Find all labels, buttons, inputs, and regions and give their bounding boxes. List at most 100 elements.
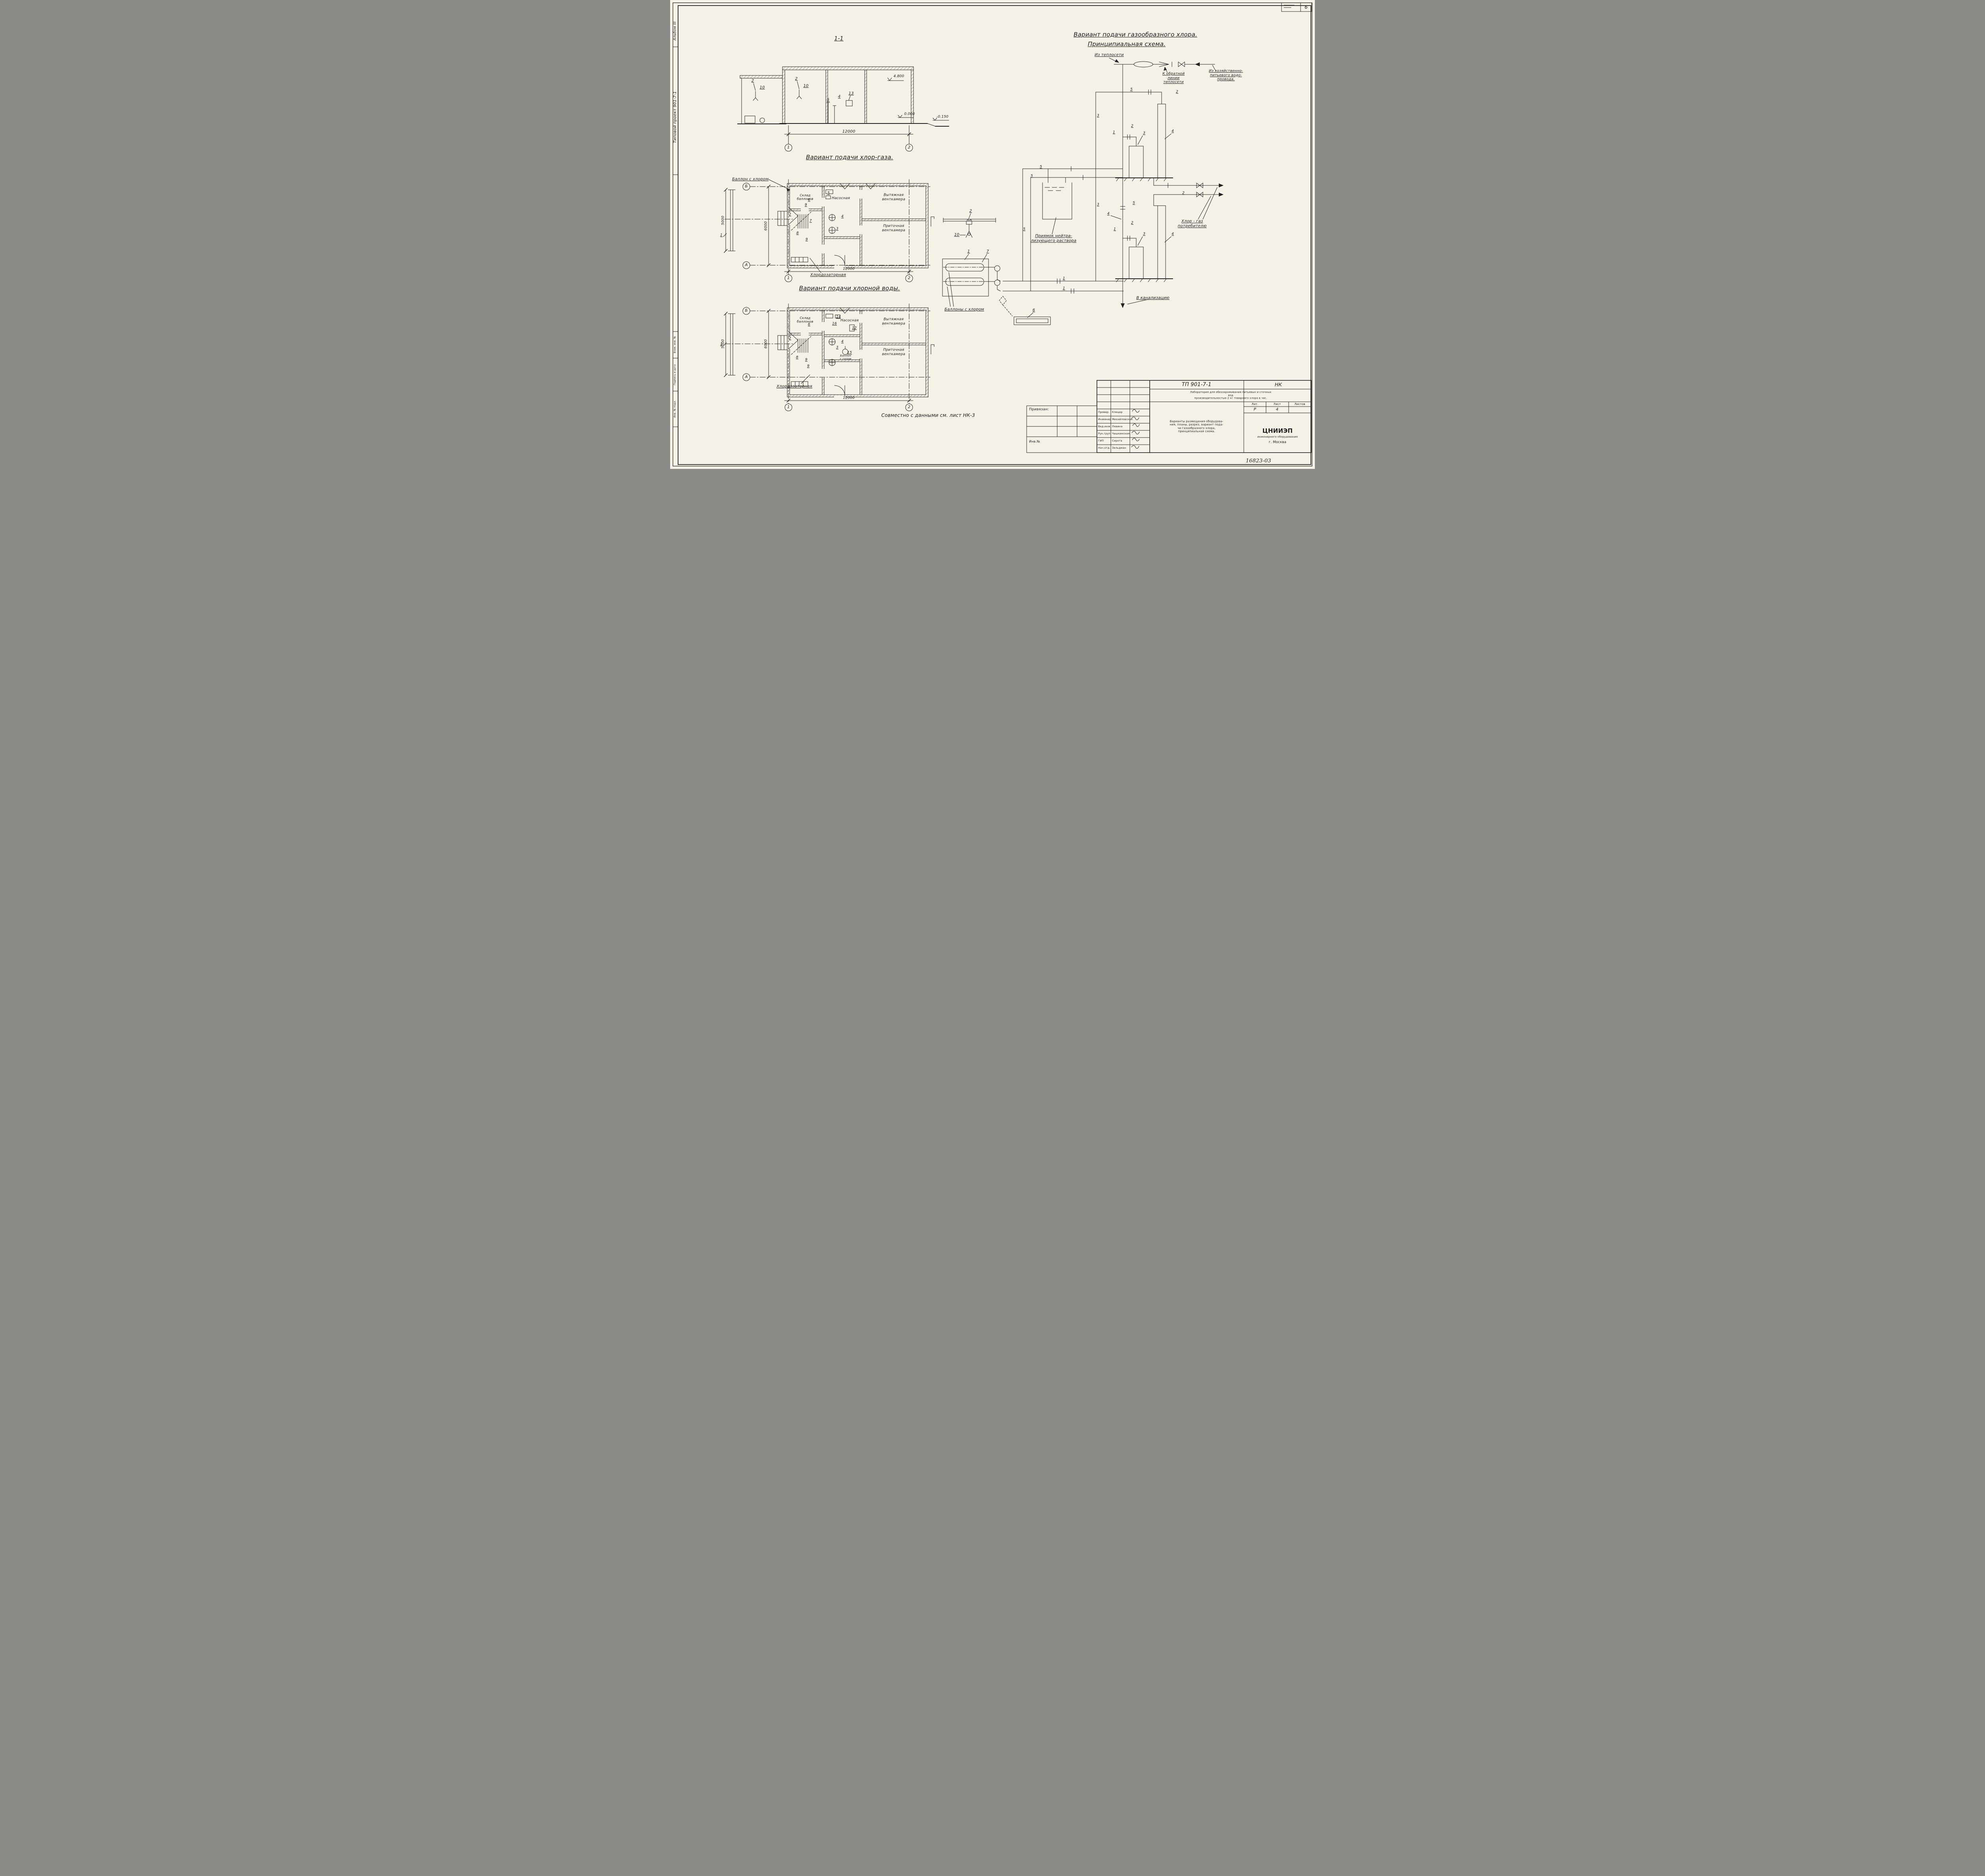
stamp-row-name: Клецер	[1112, 411, 1123, 414]
callout-5: 5	[827, 98, 830, 102]
axis-mark-b: Б	[745, 308, 748, 313]
stamp-lit-label: Лит.	[1251, 402, 1258, 406]
stamp-row-name: Зельдман	[1112, 446, 1126, 450]
callout-4: 4	[1107, 212, 1110, 216]
attached-label: Привязан:	[1029, 407, 1049, 412]
callout-2: 2	[1131, 124, 1133, 128]
callout-2: 2	[969, 209, 972, 214]
callout-1: 1	[1114, 227, 1116, 231]
callout-5: 5	[1023, 227, 1025, 231]
axis-mark-1: 1	[787, 145, 790, 150]
caption-gas-variant: Вариант подачи хлор-газа.	[806, 154, 893, 161]
callout-3: 3	[1097, 114, 1099, 118]
callout-3: 3	[836, 345, 838, 350]
axis-mark-1: 1	[787, 405, 790, 410]
stamp-row-name: Чашкинская	[1112, 432, 1130, 436]
elevation-zero: 0.000	[904, 112, 915, 116]
callout-2: 2	[789, 336, 791, 341]
signature-mark	[1132, 423, 1140, 427]
room-exhaust-label: Вытяжная венткамера	[882, 193, 906, 201]
signature-mark	[1131, 445, 1139, 449]
axis-mark-b: Б	[745, 184, 748, 189]
callout-1: 1	[1063, 276, 1065, 281]
callout-3: 3	[1097, 202, 1099, 207]
callout-1: 1	[1063, 286, 1065, 291]
dim-12000: 12000	[843, 396, 855, 400]
callout-13: 13	[848, 91, 854, 96]
callout-15: 15	[847, 351, 852, 355]
balloon-chlorine-label: Баллон с хлором	[732, 177, 769, 182]
stamp-row-name: Левина	[1112, 425, 1123, 428]
stamp-org: ЦНИИЭП	[1262, 427, 1293, 435]
chlorinator-room-label: Хлордозаторная	[810, 273, 846, 278]
stamp-lit-value: Р	[1253, 407, 1257, 412]
callout-12: 12	[852, 326, 857, 330]
callout-6: 6	[1032, 308, 1035, 313]
stamp-org-sub: инженерного оборудования	[1257, 435, 1298, 439]
margin-box-podpis: Подпись и дата	[673, 364, 676, 386]
stamp-row-role: Вед.инж.	[1098, 425, 1112, 428]
balloon-gas-label: Баллон с газом	[840, 354, 852, 361]
signature-mark	[1131, 431, 1140, 434]
stamp-list-label: Лист	[1273, 402, 1281, 406]
callout-5: 5	[1130, 87, 1133, 92]
room-pump-label: Насосная	[840, 318, 859, 323]
room-storage-label: Склад баллонов	[797, 316, 813, 324]
doc-number: 16823-03	[1246, 458, 1271, 464]
callout-4: 4	[841, 339, 844, 344]
to-heat-return-label: К обратной линии теплосети	[1162, 72, 1185, 85]
stamp-row-role: Провер.	[1098, 411, 1110, 414]
stamp-project-name: Лаборатория для обеззараживания питьевых…	[1190, 390, 1272, 400]
pit-label: Приямок нейтра- лизующего раствора	[1031, 234, 1077, 243]
elevation-top: 4.800	[893, 74, 904, 79]
stamp-listov-label: Листов	[1294, 402, 1305, 406]
from-heat-label: Из теплосети	[1095, 53, 1124, 58]
dim-6000: 6000	[764, 339, 768, 349]
margin-project: Типовой проект 901-7-1	[673, 91, 678, 143]
margin-album: Альбом III	[673, 21, 677, 40]
from-water-label: Из хозяйственно- питьевого водо- провода…	[1208, 69, 1243, 82]
inventory-label: Инв.№	[1029, 440, 1040, 443]
callout-1: 1	[967, 249, 970, 254]
callout-2: 2	[751, 79, 754, 83]
signature-mark	[1132, 438, 1140, 442]
margin-box-vzam: Взам. инв. №	[673, 336, 676, 353]
callout-16: 16	[832, 322, 837, 326]
callout-2: 2	[1176, 90, 1178, 94]
axis-mark-a: А	[745, 263, 748, 268]
schematic-title: Вариант подачи газообразного хлора.	[1073, 31, 1197, 39]
signature-mark	[1131, 416, 1139, 420]
section-title: 1-1	[834, 35, 844, 42]
beam-cut-mark: 1	[720, 233, 723, 237]
callout-4: 4	[838, 94, 841, 99]
chlorinator-room-label: Хлордозаторная	[777, 384, 812, 389]
callout-6: 6	[808, 322, 810, 327]
axis-mark-2: 2	[908, 145, 911, 150]
callout-10: 10	[954, 233, 960, 237]
callout-4: 4	[841, 214, 844, 219]
callout-1: 1	[1113, 130, 1115, 135]
stamp-row-name: Михайловская	[1112, 418, 1133, 421]
axis-mark-2: 2	[908, 276, 911, 281]
elevation-low: -0.150	[936, 115, 949, 119]
callout-2: 2	[1131, 221, 1133, 225]
room-pump-label: Насосная	[831, 196, 850, 201]
callout-4: 4	[1172, 129, 1174, 133]
to-sewer-label: В канализацию	[1136, 296, 1170, 301]
page-number: 6	[1305, 4, 1308, 10]
caption-water-variant: Вариант подачи хлорной воды.	[799, 285, 900, 292]
dim-5000: 5000	[721, 216, 725, 225]
stamp-row-role: Рук.груп.	[1098, 432, 1112, 436]
callout-4: 4	[1172, 232, 1174, 236]
callout-10: 10	[803, 84, 809, 89]
dim-12000: 12000	[842, 129, 856, 134]
callout-10: 10	[759, 85, 765, 90]
callout-7: 7	[809, 219, 812, 223]
callout-9: 9	[805, 203, 807, 207]
callout-5: 5	[1133, 201, 1135, 205]
callout-2: 2	[789, 212, 791, 217]
drawing-sheet: 6 16823-03 Альбом III Типовой проект 901…	[670, 0, 1315, 469]
callout-2: 2	[1182, 191, 1185, 195]
callout-8: 8	[796, 355, 798, 360]
stamp-row-name: Сирота	[1112, 439, 1122, 443]
